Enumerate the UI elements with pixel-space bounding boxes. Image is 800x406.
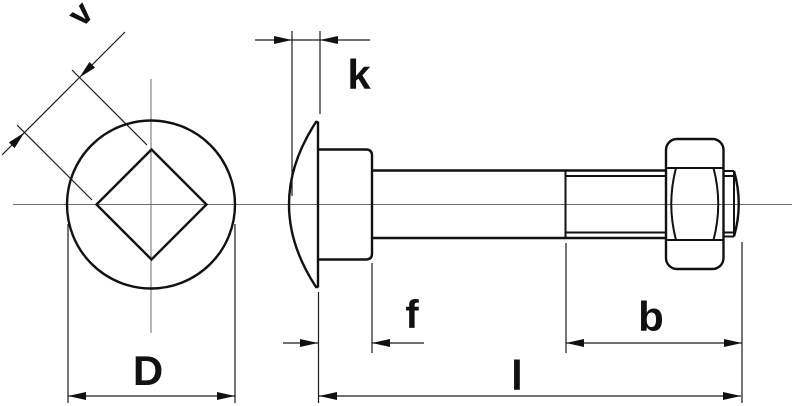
D-arrowhead-left xyxy=(68,392,86,400)
dimension-k: k xyxy=(255,31,371,196)
dimension-f: f xyxy=(283,263,424,353)
l-arrowhead-left xyxy=(319,392,337,400)
nut-left-chamfer-arc xyxy=(670,167,677,241)
bolt-tip xyxy=(723,170,740,238)
head-dome-profile xyxy=(287,120,318,289)
dimension-b: b xyxy=(565,243,742,353)
D-label: D xyxy=(133,347,163,394)
v-extension-line-upper xyxy=(71,69,148,146)
f-label: f xyxy=(405,293,419,337)
centerlines xyxy=(13,79,792,333)
b-arrowhead-left xyxy=(566,339,584,347)
b-label: b xyxy=(638,293,664,340)
tip-dome-end xyxy=(732,170,740,237)
nut-right-chamfer-arc xyxy=(712,167,720,241)
l-arrowhead-right xyxy=(723,392,741,400)
front-view xyxy=(65,119,237,290)
b-arrowhead-right xyxy=(724,339,742,347)
v-arrowhead-upper xyxy=(79,62,96,78)
v-extension-line-lower xyxy=(16,124,93,201)
square-neck-front xyxy=(94,147,209,262)
f-arrowhead-right xyxy=(372,339,390,347)
dimension-D: D xyxy=(67,224,236,403)
k-label: k xyxy=(347,51,371,98)
l-label: l xyxy=(511,352,523,399)
square-neck-side xyxy=(318,148,374,261)
D-arrowhead-right xyxy=(217,392,235,400)
dimension-l: l xyxy=(317,242,743,403)
side-view xyxy=(287,120,740,289)
k-arrowhead-left xyxy=(274,36,292,44)
hex-nut xyxy=(664,137,725,271)
v-label: v xyxy=(61,0,101,34)
nut-outline xyxy=(664,137,725,271)
f-arrowhead-left xyxy=(300,339,318,347)
k-arrowhead-right xyxy=(320,36,338,44)
v-arrowhead-lower xyxy=(8,132,25,149)
head-circle xyxy=(65,119,237,290)
